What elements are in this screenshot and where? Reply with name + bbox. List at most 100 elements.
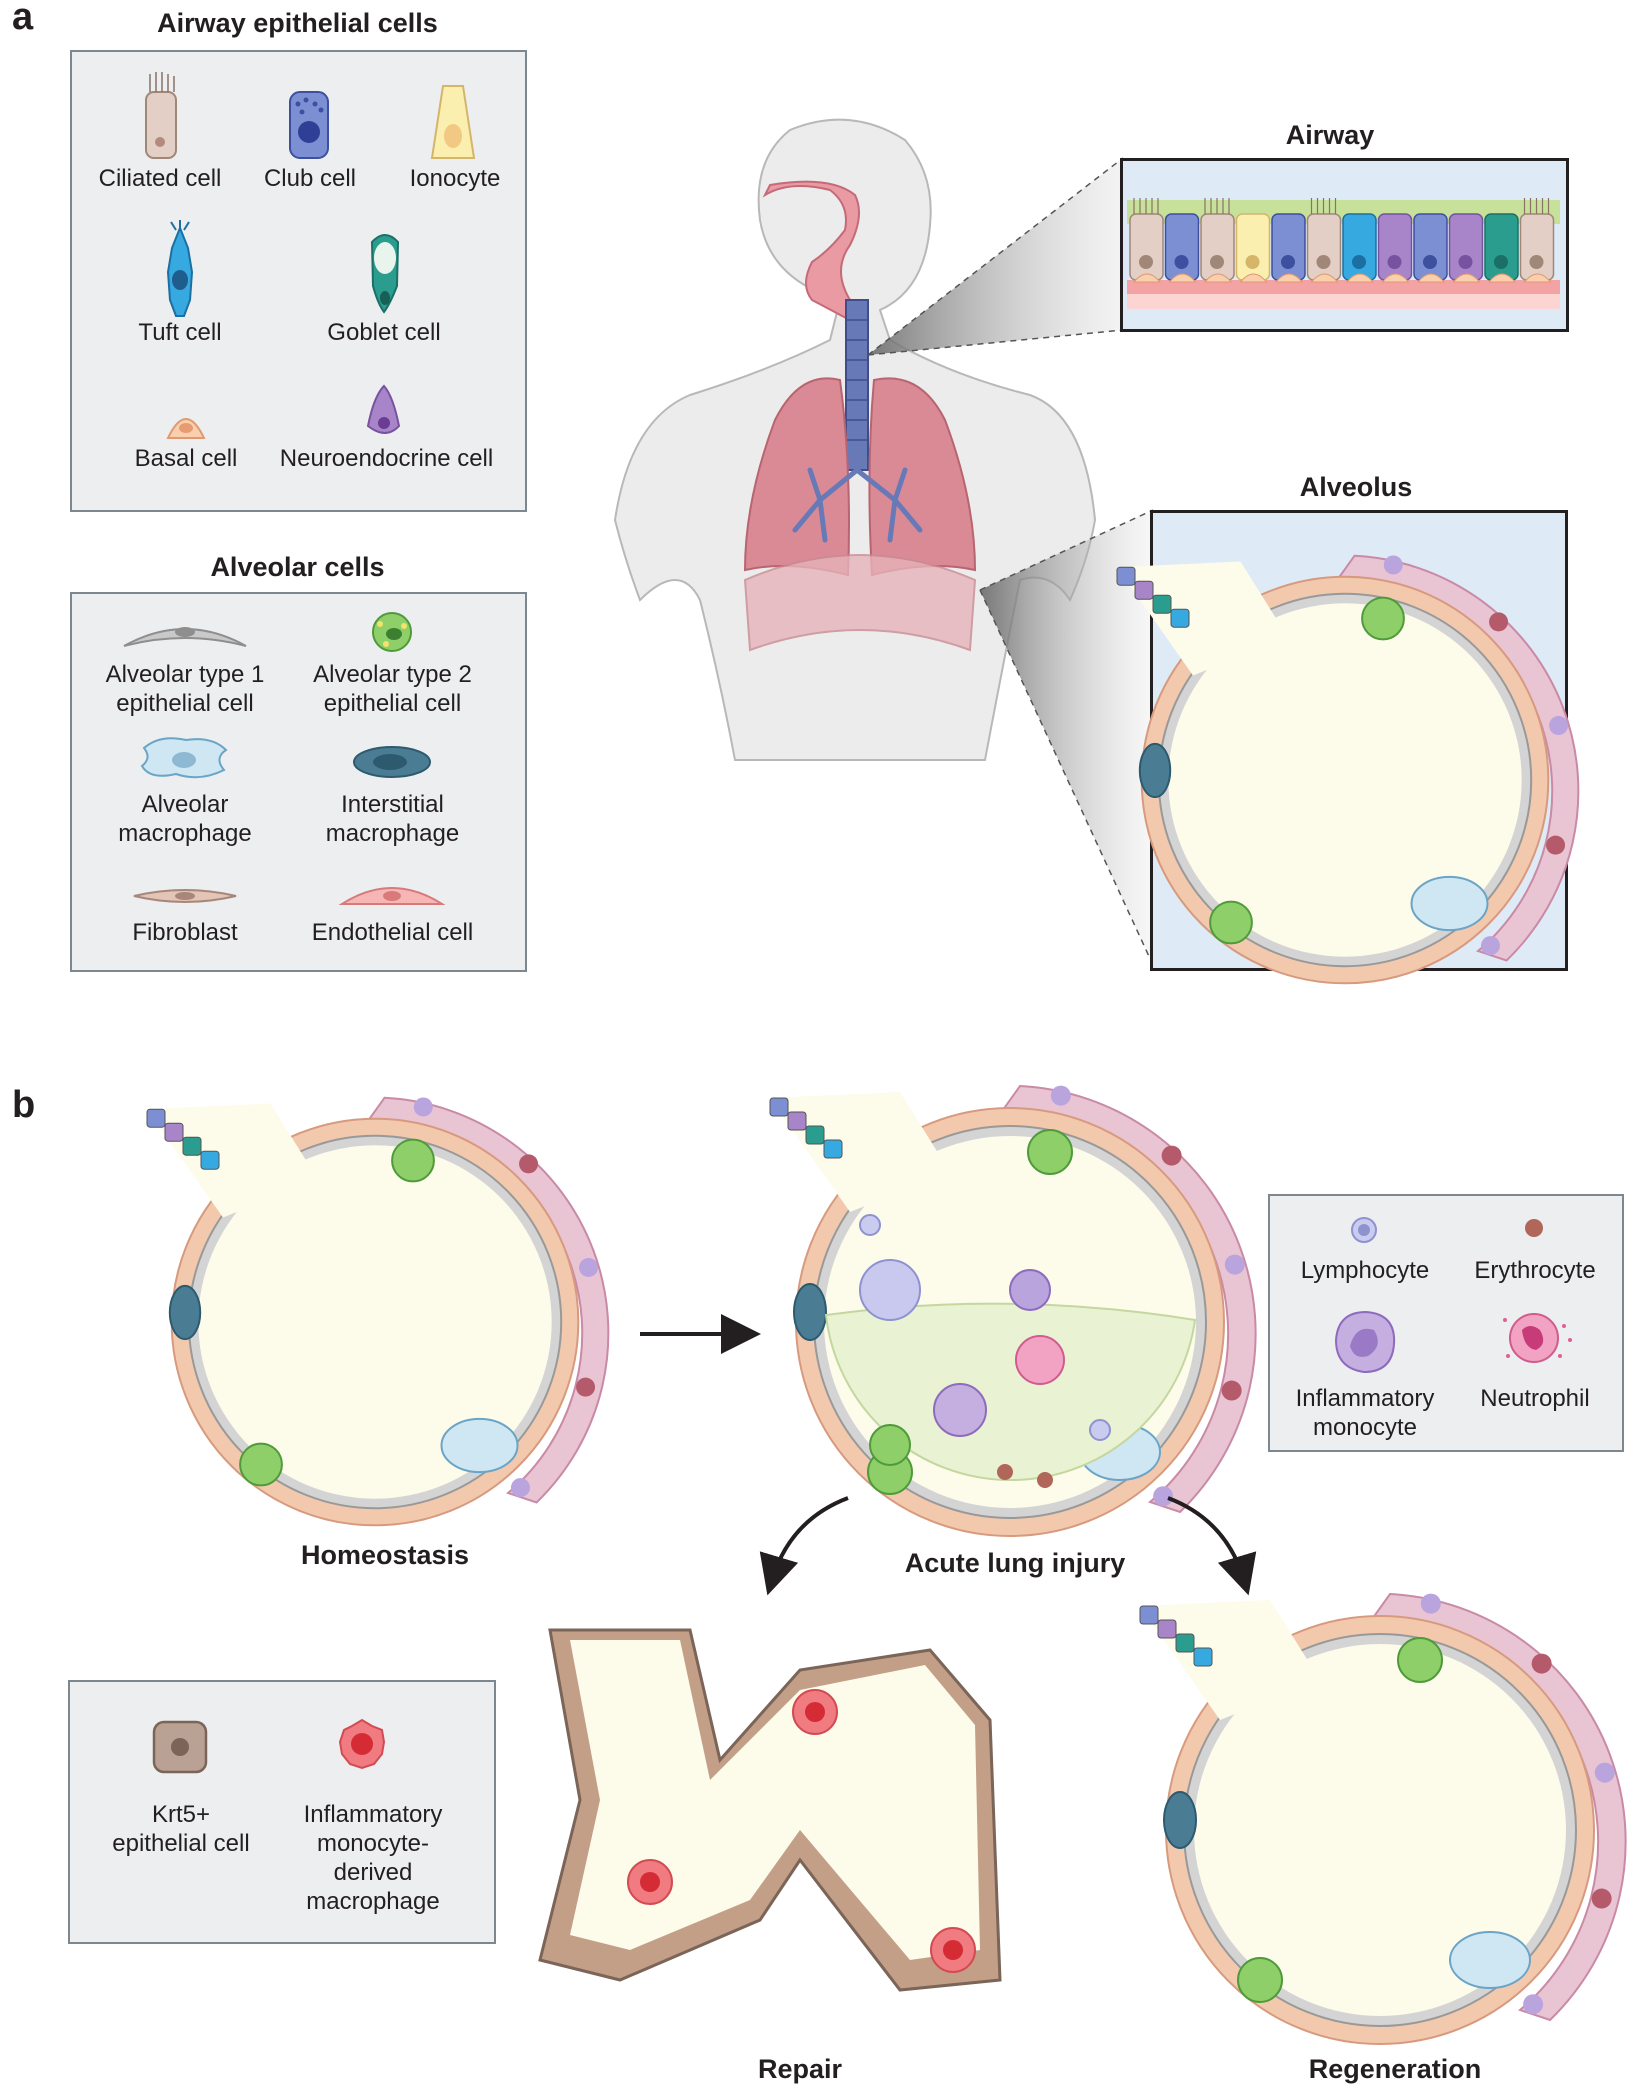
interstitial-macrophage-icon: [353, 746, 431, 778]
alveolus-inset-title: Alveolus: [1299, 472, 1413, 502]
im-line2: macrophage: [325, 820, 460, 847]
mac-line1: Inflammatory: [303, 1801, 443, 1828]
at1-line1: Alveolar type 1: [105, 661, 265, 688]
regeneration-alveolus: [1139, 1592, 1627, 2045]
airway-basal-cell: [1523, 273, 1552, 283]
injury-to-regeneration-arrow: [1167, 1496, 1257, 1596]
right-lung: [868, 377, 977, 577]
airway-basal-cell: [1487, 273, 1517, 283]
at1-cell-icon: [123, 627, 247, 647]
club-cell-label: Club cell: [263, 165, 357, 192]
erythrocyte: [1037, 1472, 1053, 1488]
vessel-blood-cell: [1591, 1888, 1612, 1909]
injury-alveolus: [769, 1084, 1257, 1537]
airway-opening: [147, 1103, 318, 1218]
lymphocyte: [859, 1214, 881, 1236]
bronchiole-cell: [164, 1122, 184, 1142]
airway-basal-cell: [1416, 273, 1446, 283]
endothelial-cell-label: Endothelial cell: [311, 919, 474, 946]
at2-cell-injured: [869, 1424, 911, 1466]
ciliated-cell-label: Ciliated cell: [98, 165, 222, 192]
bronchiole-cell: [1170, 608, 1190, 628]
vessel-blood-cell: [1221, 1380, 1242, 1401]
macrophage-nucleus: [640, 1872, 660, 1892]
krt5-line2: epithelial cell: [112, 1830, 250, 1857]
airway-cell-nucleus: [1458, 255, 1473, 269]
regeneration-caption: Regeneration: [1308, 2054, 1482, 2084]
bronchial-tree: [792, 467, 923, 543]
endothelial-cell-icon: [338, 887, 446, 905]
alveolar-macrophage: [1410, 875, 1489, 932]
homeostasis-caption: Homeostasis: [300, 1540, 470, 1570]
airway-cell-nucleus: [1494, 255, 1508, 269]
at2-cell: [1361, 596, 1405, 641]
immune-legend-box: [1268, 1194, 1624, 1452]
ionocyte-label: Ionocyte: [409, 165, 501, 192]
airway-basal-cell: [1132, 273, 1162, 283]
basal-cell-label: Basal cell: [134, 445, 238, 472]
inflammatory-monocyte: [1009, 1269, 1051, 1311]
krt5-label: Krt5+epithelial cell: [86, 1800, 276, 1858]
bronchiole-cell: [146, 1108, 166, 1128]
neutrophil-icon: [1503, 1313, 1572, 1363]
airway-basal-cell: [1310, 273, 1339, 283]
airway-cell-nucleus: [1210, 255, 1224, 269]
macrophage-nucleus: [943, 1940, 963, 1960]
panel-a-letter: a: [12, 0, 34, 38]
bronchiole-cell: [182, 1136, 202, 1156]
erythrocyte-label: Erythrocyte: [1474, 1257, 1596, 1284]
inflammatory-monocyte-icon: [1334, 1310, 1396, 1374]
vessel-blood-cell: [1420, 1593, 1441, 1614]
bronchiole-cell: [1193, 1647, 1213, 1667]
repair-caption: Repair: [757, 2054, 843, 2084]
at2-cell: [1237, 1957, 1283, 2003]
inflammatory-monocyte: [933, 1383, 987, 1437]
diaphragm: [743, 554, 977, 652]
alveolus-inset-drawing: [1116, 554, 1580, 985]
macrophage-nucleus: [805, 1702, 825, 1722]
im2-line2: monocyte: [1312, 1414, 1418, 1441]
krt5-line1: Krt5+: [151, 1801, 211, 1828]
fibroblast-icon: [133, 889, 237, 903]
ionocyte-icon: [430, 85, 476, 159]
alveolus-zoom-cone: [980, 510, 1153, 965]
repair-pod-illustration: [538, 1628, 1002, 1992]
goblet-cell-label: Goblet cell: [327, 319, 441, 346]
alveolar-lumen: [198, 1145, 552, 1499]
at2-cell-icon: [372, 612, 412, 652]
at2-cell: [1397, 1637, 1443, 1683]
vessel-blood-cell: [1523, 1994, 1544, 2015]
bronchiole-cell: [1152, 594, 1172, 614]
airway-cell-nucleus: [1139, 255, 1153, 269]
airway-basal-cell: [1239, 273, 1268, 283]
alveolar-macrophage-activated: [859, 1259, 921, 1321]
club-cell-icon: [289, 91, 329, 159]
alveolar-macrophage: [440, 1417, 519, 1474]
airway-basal-cell: [1203, 273, 1233, 283]
at2-line1: Alveolar type 2: [313, 661, 472, 688]
vessel-blood-cell: [1153, 1486, 1174, 1507]
alveolar-lumen: [1194, 1644, 1566, 2016]
airway-cell-nucleus: [1174, 255, 1189, 269]
airway-basal-cell: [1452, 273, 1481, 283]
goblet-cell-icon: [370, 234, 400, 314]
tuft-cell-label: Tuft cell: [138, 319, 222, 346]
vessel-blood-cell: [1383, 555, 1403, 575]
injury-to-repair-arrow: [759, 1496, 849, 1596]
vessel-blood-cell: [1594, 1762, 1615, 1783]
bronchiole-cell: [805, 1125, 825, 1145]
bronchiole-cell: [1139, 1605, 1159, 1625]
alveolar-legend-box: [70, 592, 527, 972]
airway-basal-cell: [1168, 273, 1197, 283]
